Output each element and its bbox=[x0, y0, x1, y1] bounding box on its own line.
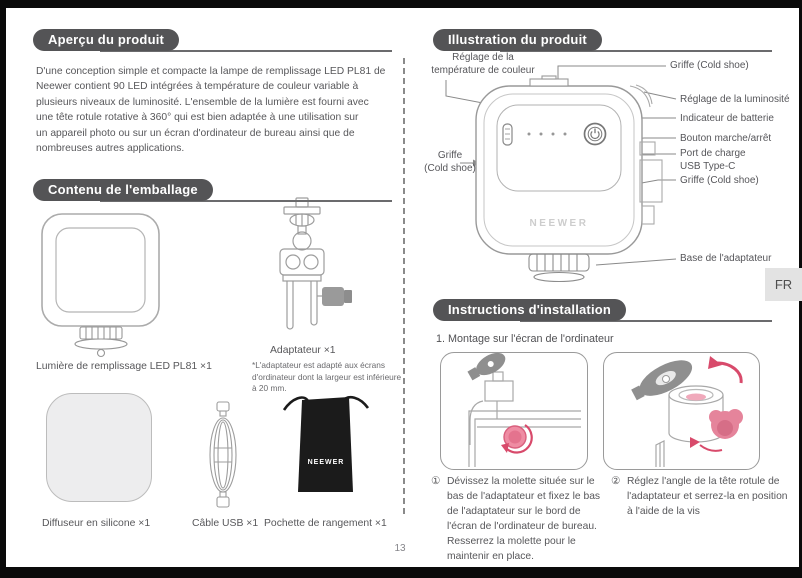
contents-heading: Contenu de l'emballage bbox=[33, 179, 213, 201]
product-diagram: NEEWER Réglage de la température de coul… bbox=[418, 48, 802, 296]
page-border-top bbox=[0, 0, 802, 8]
arrow-icon bbox=[690, 437, 700, 448]
label-power-button: Bouton marche/arrêt bbox=[680, 133, 772, 144]
step1-number: ① bbox=[431, 476, 441, 487]
pouch-illustration: NEEWER bbox=[282, 395, 370, 492]
step1-text: Dévissez la molette située sur le bas de… bbox=[447, 476, 601, 562]
rotate-arrow-icon bbox=[505, 424, 533, 454]
led-light-caption: Lumière de remplissage LED PL81 ×1 bbox=[36, 361, 212, 372]
label-cold-shoe-top: Griffe (Cold shoe) bbox=[670, 60, 749, 71]
label-charge-port: Port de charge USB Type-C bbox=[680, 148, 746, 172]
column-divider bbox=[403, 58, 405, 514]
installation-step2: ② Réglez l'angle de la tête rotule de l'… bbox=[611, 475, 791, 520]
pouch-caption: Pochette de rangement ×1 bbox=[264, 518, 387, 529]
contents-heading-rule bbox=[100, 200, 392, 202]
device-brand-text: NEEWER bbox=[530, 218, 589, 229]
installation-subtitle: 1. Montage sur l'écran de l'ordinateur bbox=[436, 333, 614, 345]
illustration-heading-rule bbox=[500, 50, 772, 52]
led-light-illustration bbox=[41, 213, 160, 358]
page-border-left bbox=[0, 0, 6, 578]
label-color-temperature: Réglage de la température de couleur bbox=[431, 52, 535, 76]
installation-heading-rule bbox=[520, 320, 772, 322]
label-adapter-base: Base de l'adaptateur bbox=[680, 253, 772, 264]
rotate-arrow-icon bbox=[716, 361, 743, 384]
adapter-note: *L'adaptateur est adapté aux écrans d'or… bbox=[252, 360, 402, 394]
step2-text: Réglez l'angle de la tête rotule de l'ad… bbox=[627, 476, 788, 517]
overview-heading: Aperçu du produit bbox=[33, 29, 180, 51]
usb-cable-caption: Câble USB ×1 bbox=[192, 518, 259, 529]
illustration-heading: Illustration du produit bbox=[433, 29, 602, 51]
label-brightness: Réglage de la luminosité bbox=[680, 94, 790, 105]
installation-heading: Instructions d'installation bbox=[433, 299, 627, 321]
usb-port-icon bbox=[502, 123, 513, 146]
language-tab-fr: FR bbox=[765, 268, 802, 301]
diffuser-caption: Diffuseur en silicone ×1 bbox=[42, 518, 151, 529]
ball-head-disc-icon bbox=[467, 352, 506, 381]
battery-indicator-icon bbox=[527, 132, 567, 136]
pouch-brand-text: NEEWER bbox=[308, 459, 345, 466]
label-battery-indicator: Indicateur de batterie bbox=[680, 113, 774, 124]
adapter-caption: Adaptateur ×1 bbox=[270, 345, 336, 356]
hand-knob-icon bbox=[709, 409, 743, 439]
installation-step1-figure bbox=[440, 352, 588, 470]
step2-number: ② bbox=[611, 476, 621, 487]
overview-heading-rule bbox=[100, 50, 392, 52]
product-diagram-drawing: NEEWER bbox=[445, 65, 677, 283]
overview-body: D'une conception simple et compacte la l… bbox=[36, 66, 386, 155]
usb-cable-illustration bbox=[209, 401, 237, 508]
page-number: 13 bbox=[394, 543, 406, 554]
page-border-bottom bbox=[0, 567, 802, 578]
installation-step1: ① Dévissez la molette située sur le bas … bbox=[431, 475, 603, 565]
power-icon bbox=[583, 122, 607, 146]
diffuser-illustration bbox=[46, 393, 152, 502]
installation-step2-figure bbox=[603, 352, 760, 470]
label-cold-shoe-right: Griffe (Cold shoe) bbox=[680, 175, 759, 186]
label-cold-shoe-left: Griffe (Cold shoe) bbox=[424, 150, 476, 174]
adapter-illustration bbox=[279, 197, 352, 330]
